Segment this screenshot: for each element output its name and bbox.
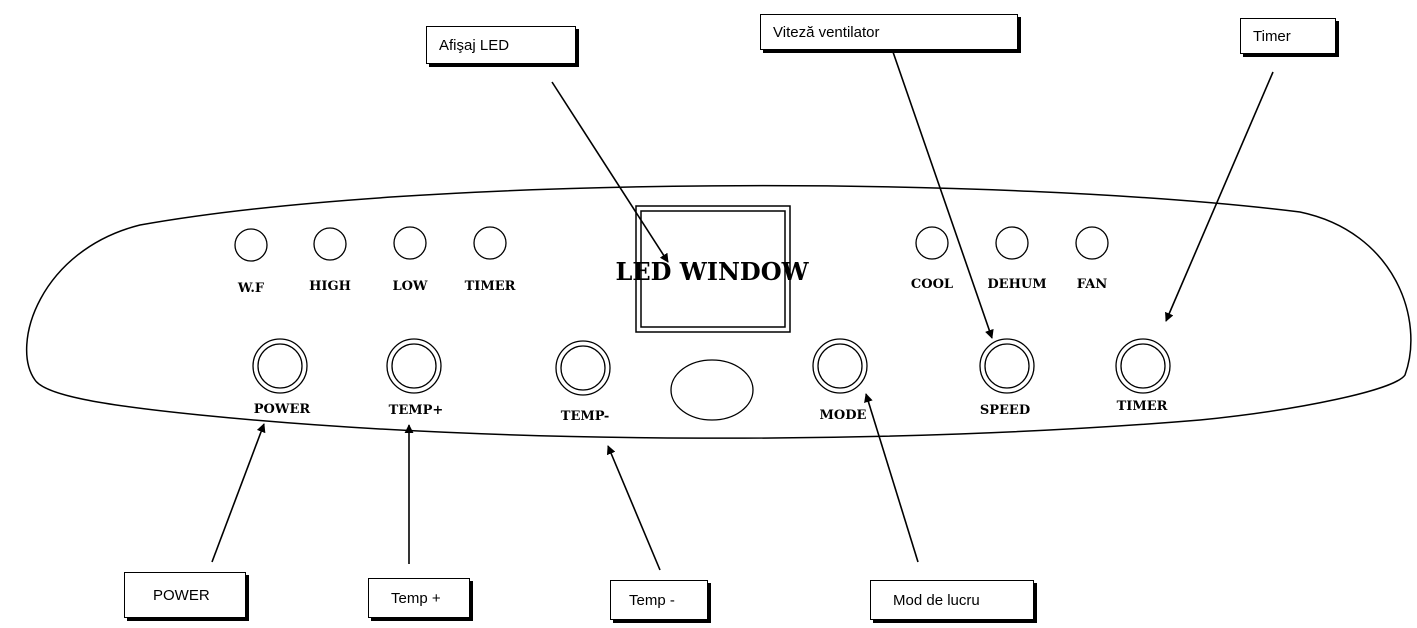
callout-mode: Mod de lucru: [870, 580, 1034, 620]
indicator-fan: FAN: [1075, 226, 1109, 292]
indicator-wf: W.F: [234, 228, 268, 296]
speed-button[interactable]: SPEED: [979, 338, 1035, 418]
timer-button[interactable]: TIMER: [1115, 338, 1171, 414]
callout-led-display: Afişaj LED: [426, 26, 576, 64]
indicator-label-timer: TIMER: [465, 279, 516, 294]
indicator-light: [313, 227, 347, 261]
receiver-window: [670, 359, 754, 421]
callout-power: POWER: [124, 572, 246, 618]
callout-timer: Timer: [1240, 18, 1336, 54]
led-window: LED WINDOW: [615, 205, 810, 333]
indicator-light: [393, 226, 427, 260]
panel-outline: [26, 184, 1412, 439]
temp-plus-button-label: TEMP+: [389, 403, 444, 418]
temp-plus-button[interactable]: TEMP+: [386, 338, 444, 418]
arrow-led-display: [551, 81, 669, 263]
arrow-power: [211, 423, 266, 563]
indicator-low: LOW: [392, 226, 428, 294]
indicator-light: [995, 226, 1029, 260]
power-button-label: POWER: [254, 402, 311, 417]
indicator-light: [473, 226, 507, 260]
indicator-light: [915, 226, 949, 260]
indicator-label-wf: W.F: [237, 281, 265, 296]
timer-button-label: TIMER: [1117, 399, 1168, 414]
temp-minus-button-label: TEMP-: [561, 409, 609, 424]
indicator-timer: TIMER: [465, 226, 516, 294]
indicator-label-low: LOW: [392, 279, 427, 294]
indicator-light: [234, 228, 268, 262]
indicator-high: HIGH: [309, 227, 351, 294]
arrow-mode: [864, 393, 919, 563]
callout-fan-speed: Viteză ventilator: [760, 14, 1018, 50]
temp-minus-button[interactable]: TEMP-: [555, 340, 611, 424]
indicator-label-high: HIGH: [309, 279, 351, 294]
power-button[interactable]: POWER: [252, 338, 311, 417]
indicator-label-dehum: DEHUM: [987, 277, 1046, 292]
callout-temp-minus: Temp -: [610, 580, 708, 620]
callout-temp-plus: Temp +: [368, 578, 470, 618]
arrow-timer: [1165, 71, 1274, 322]
indicator-cool: COOL: [911, 226, 953, 292]
indicator-light: [1075, 226, 1109, 260]
mode-button[interactable]: MODE: [812, 338, 868, 423]
indicator-dehum: DEHUM: [987, 226, 1047, 292]
led-window-label: LED WINDOW: [615, 257, 809, 286]
arrow-fan-speed: [892, 51, 994, 339]
indicator-label-cool: COOL: [911, 277, 953, 292]
indicator-label-fan: FAN: [1077, 277, 1108, 292]
speed-button-label: SPEED: [980, 403, 1030, 418]
arrow-temp-minus: [606, 445, 661, 571]
mode-button-label: MODE: [820, 408, 867, 423]
